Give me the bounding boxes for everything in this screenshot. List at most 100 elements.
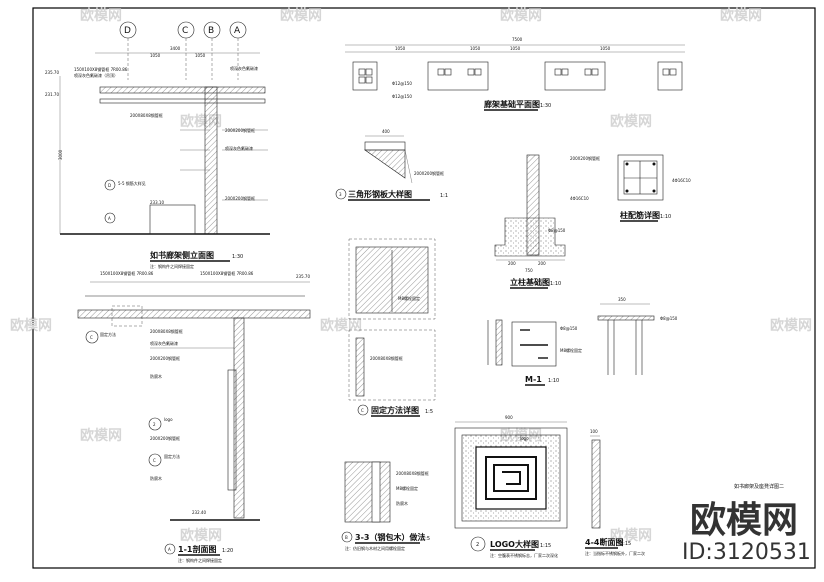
- callout: 150X100X8钢管框 7R00.86: [200, 270, 254, 276]
- fixing-detail-marker: [111, 305, 143, 327]
- callout: Φ12@150: [392, 94, 412, 99]
- title-bubble-label: 3: [339, 192, 342, 197]
- grid-label: D: [124, 26, 131, 36]
- callout: 150X100X8钢管框 7R00.86: [74, 66, 128, 72]
- logo-detail: 900 logo 2 LOGO大样图 1:15 注：空腹表不锈钢标志，厂家二次深…: [454, 415, 568, 558]
- title-bubble-label: 2: [476, 542, 479, 548]
- callout: Φ8@150: [560, 326, 578, 331]
- dim-text: 3400: [170, 46, 181, 51]
- grid-label: C: [182, 26, 188, 36]
- note-text: 注：当指标不锈钢板外，厂家二次: [585, 550, 645, 556]
- drawing-scale: 1:20: [222, 548, 233, 554]
- detail-bubble: [148, 453, 162, 467]
- watermark-text: 欧模网: [280, 7, 322, 24]
- detail-bubble: [85, 330, 99, 344]
- drawing-scale: 1:15: [540, 543, 551, 549]
- dim-text: 400: [382, 129, 390, 134]
- section-3-3: 200X80X8钢管框 M8螺栓固定 防腐木 B 3-3（钢包木）做法 1:5 …: [341, 461, 430, 551]
- detail-frame: [348, 329, 436, 401]
- drawing-title: 固定方法详图: [371, 405, 419, 415]
- detail-bubble-label: A: [108, 216, 111, 221]
- elevation-text: 232.40: [192, 510, 206, 515]
- title-bubble-label: A: [168, 547, 171, 552]
- dim-text: 200: [508, 261, 516, 266]
- callout: 喷深灰色氟碳漆: [150, 340, 178, 346]
- dim-text: 200: [538, 261, 546, 266]
- callout: 固定方法: [100, 331, 116, 337]
- footing-section: [494, 217, 566, 257]
- column-rebar-detail: 4Φ16C10 柱配筋详图 1:10: [617, 154, 691, 222]
- logo-panel: [454, 427, 568, 529]
- triangle-plate: [364, 149, 406, 179]
- drawing-scale: 1:1: [440, 193, 448, 199]
- title-bubble-label: B: [345, 535, 348, 540]
- callout: 4Φ16C10: [570, 196, 589, 201]
- title-bubble: [341, 531, 353, 543]
- callout: 200X200钢管框: [570, 155, 600, 161]
- top-beam: [77, 309, 311, 319]
- note-text: 注：钢构件之间焊接固定: [178, 557, 222, 563]
- section-plate: [591, 439, 601, 529]
- drawing-scale: 1:10: [550, 281, 561, 287]
- detail-bubble-label: C: [90, 335, 93, 340]
- callout: Φ8@150: [660, 316, 678, 321]
- callout: 防腐木: [396, 500, 408, 506]
- footing: [544, 61, 606, 91]
- callout: 防腐木: [150, 475, 162, 481]
- dim-text: 350: [618, 297, 626, 302]
- callout: Φ8@150: [548, 228, 566, 233]
- title-bubble-label: C: [361, 408, 364, 413]
- callout: 200X80X8钢管框: [396, 470, 429, 476]
- watermark-text: 欧模网: [80, 427, 122, 444]
- drawing-title: 1-1剖面图: [178, 544, 216, 554]
- section-1-1: 150X100X8钢管框 7R00.86 150X100X8钢管框 7R00.8…: [77, 270, 311, 563]
- watermark-text: 欧模网: [770, 317, 812, 334]
- drawing-title: 3-3（钢包木）做法: [355, 532, 425, 542]
- callout: 200X200钢管框: [414, 170, 444, 176]
- logo-section-mark: logo: [520, 436, 529, 441]
- detail-bubble-label: 2: [153, 422, 156, 427]
- detail-bubble: [104, 212, 116, 224]
- callout: logo: [164, 417, 173, 422]
- dim-text: 1050: [510, 46, 521, 51]
- dim-text: 7500: [512, 37, 523, 42]
- detail-frame: [348, 238, 436, 320]
- callout: 5-5 钢筋大样见: [118, 180, 146, 186]
- triangle-plate-detail: 400 200X200钢管框 3 三角形钢板大样图 1:1: [335, 129, 448, 201]
- watermark-text: 欧模网: [720, 7, 762, 24]
- callout: 200X200钢管框: [150, 435, 180, 441]
- rebar-section: [617, 154, 664, 201]
- callout: 200X200钢管框: [150, 355, 180, 361]
- m1-detail: Φ8@150 M8螺栓固定 M-1 1:10: [487, 319, 582, 386]
- callout: 200X80X8钢管框: [370, 355, 403, 361]
- drawing-scale: 1:5: [422, 536, 430, 542]
- watermark-text: 欧模网: [320, 317, 362, 334]
- drawing-scale: 1:30: [232, 254, 243, 260]
- model-id: ID:3120531: [682, 540, 811, 565]
- drawing-title: 廊架基础平面图: [484, 99, 540, 109]
- dim-text: 1050: [150, 53, 161, 58]
- detail-bubble-label: C: [153, 458, 156, 463]
- drawing-title: 4-4断面图: [585, 537, 623, 547]
- dim-text: 750: [525, 268, 533, 273]
- callout: M8螺栓固定: [396, 485, 418, 491]
- dim-text: 1050: [600, 46, 611, 51]
- grid-label: B: [208, 26, 214, 36]
- fixing-method-detail: M8螺栓固定 200X80X8钢管框 C 固定方法详图 1:5: [348, 238, 436, 417]
- footing: [427, 61, 489, 91]
- detail-bubble: [148, 417, 162, 431]
- column: [204, 86, 218, 235]
- dim-text: 1050: [470, 46, 481, 51]
- bench: [149, 204, 196, 235]
- callout: 固定方法: [164, 453, 180, 459]
- embedded-plate: [511, 321, 557, 367]
- top-beam: [99, 86, 266, 94]
- callout: M8螺栓固定: [398, 295, 420, 301]
- column-base-detail: 200X200钢管框 4Φ16C10 Φ8@150 200 200 750 立柱…: [494, 154, 600, 289]
- footing: [352, 61, 378, 91]
- sheet-border: [32, 7, 816, 569]
- wood-section: [344, 461, 391, 523]
- drawing-scale: 1:5: [425, 409, 433, 415]
- callout: Φ12@150: [392, 81, 412, 86]
